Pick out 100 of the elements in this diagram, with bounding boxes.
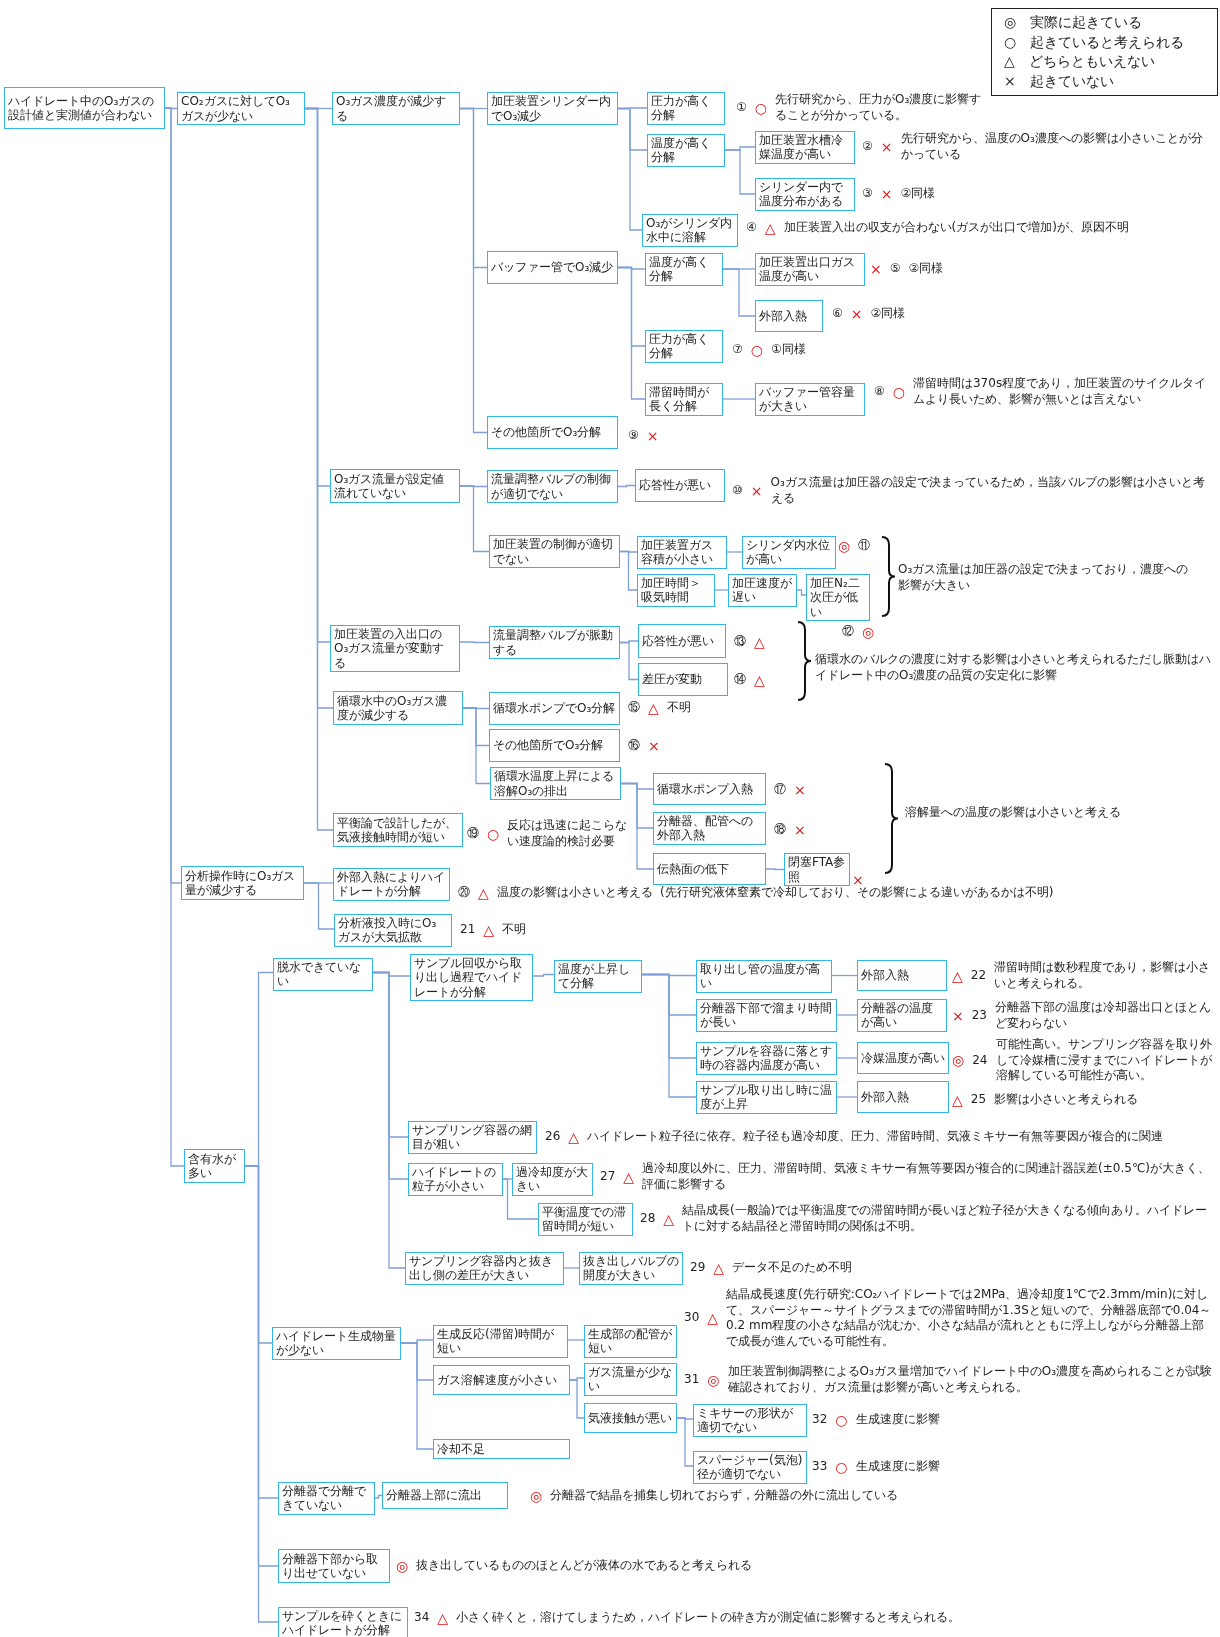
cause-box: 循環水中のO₃ガス濃度が減少する — [333, 691, 463, 725]
callout-number: 34 — [414, 1610, 430, 1626]
connector-line — [722, 398, 756, 400]
callout-number: 29 — [690, 1260, 706, 1276]
connector-line — [374, 1494, 383, 1499]
note-text: 溶解量への温度の影響は小さいと考える — [905, 805, 1122, 821]
connector-line — [567, 1339, 585, 1341]
cause-box: 加圧装置ガス容積が小さい — [637, 536, 727, 569]
rating-mark: △ — [437, 1608, 449, 1628]
cause-box: サンプル回収から取り出し過程でハイドレートが分解 — [410, 954, 533, 1002]
note-text: 過冷却度以外に、圧力、滞留時間、気液ミキサー有無等要因が複合的に関連計器誤差(±0.5℃)が大きく、評価に影響する — [642, 1161, 1212, 1193]
connector-line — [619, 550, 638, 591]
cause-box: 取り出し管の温度が高い — [696, 960, 832, 993]
cause-box: 分析操作時にO₃ガス量が減少する — [181, 866, 304, 900]
rating-mark: × — [646, 426, 659, 446]
rating-mark: × — [750, 481, 763, 501]
rating-mark: × — [852, 870, 864, 888]
cause-box: O₃ガス流量が設定値流れていない — [330, 469, 460, 503]
note-text: 先行研究から、圧力がO₃濃度に影響することが分かっている。 — [775, 92, 983, 124]
cause-box: 抜き出しバルブの開度が大きい — [579, 1252, 683, 1285]
rating-mark: ○ — [754, 98, 767, 118]
cause-box: 応答性が悪い — [635, 469, 725, 502]
cause-box: 伝熱面の低下 — [653, 853, 766, 885]
rating-mark: △ — [623, 1167, 635, 1187]
cause-box: 平衡温度での滞留時間が短い — [538, 1203, 633, 1236]
rating-mark: △ — [478, 883, 489, 903]
cause-box: 循環水ポンプでO₃分解 — [489, 692, 620, 725]
note-text: ⑪ — [858, 538, 871, 554]
cause-box: 外部入熱によりハイドレートが分解 — [333, 868, 450, 901]
rating-mark: △ — [764, 218, 776, 238]
callout-number: ⑤ — [889, 261, 901, 277]
connector-line — [726, 551, 743, 553]
connector-line — [722, 268, 756, 317]
rating-mark: × — [880, 184, 893, 204]
callout-number: ⑧ — [874, 384, 885, 400]
rating-mark: ◎ — [838, 536, 851, 556]
callout-number: ⑳ — [458, 885, 470, 901]
connector-line — [304, 107, 334, 831]
callout-number: 33 — [812, 1459, 828, 1475]
cause-box: シリンダー内で温度分布がある — [755, 178, 855, 211]
cause-box: 冷媒温度が高い — [857, 1042, 949, 1074]
note-text: 生成速度に影響 — [855, 1412, 940, 1428]
cause-box: 差圧が変動 — [638, 663, 728, 696]
cause-box: 温度が上昇して分解 — [554, 960, 642, 993]
connector-line — [617, 266, 646, 400]
connector-line — [400, 1342, 434, 1450]
legend-item: × 起きていない — [1004, 73, 1115, 89]
cause-box: 応答性が悪い — [638, 624, 726, 658]
cause-box: 過冷却度が大きい — [512, 1163, 593, 1196]
cause-box: サンプル取り出し時に温度が上昇 — [696, 1081, 837, 1114]
callout-number: ⑱ — [774, 822, 786, 838]
callout-number: ③ — [862, 186, 873, 202]
cause-box: サンプリング容器内と抜き出し側の差圧が大きい — [405, 1252, 564, 1285]
cause-box: O₃ガス濃度が減少する — [332, 92, 460, 125]
rating-mark: △ — [952, 1090, 963, 1110]
rating-mark: ○ — [892, 382, 905, 402]
note-text: O₃ガス流量は加圧器の設定で決まっているため，当該バルブの影響は小さいと考える — [770, 475, 1206, 507]
callout-number: ② — [862, 139, 873, 155]
note-text: 分離器下部の温度は冷却器出口とほとんど変わらない — [995, 1000, 1212, 1032]
connector-line — [836, 1014, 858, 1016]
connector-line — [617, 107, 643, 231]
cause-box: 加圧速度が遅い — [728, 574, 797, 607]
note-text: ②同様 — [870, 306, 906, 322]
note-text: O₃ガス流量は加圧器の設定で決まっており，濃度への影響が大きい — [898, 562, 1190, 594]
callout-number: ⑦ — [732, 342, 743, 358]
cause-box: 外部入熱 — [755, 300, 823, 332]
rating-mark: △ — [648, 698, 659, 718]
cause-box: 圧力が高く分解 — [645, 330, 723, 363]
rating-mark: △ — [663, 1209, 675, 1229]
note-text: ハイドレート粒子径に依存。粒子径も過冷却度、圧力、滞留時間、気液ミキサー有無等要因が複合的に関連 — [587, 1129, 1164, 1145]
connector-line — [459, 107, 488, 434]
connector-line — [836, 1096, 858, 1098]
cause-box: 加圧装置出口ガス温度が高い — [755, 253, 865, 286]
legend-item: ○ 起きていると考えられる — [1004, 34, 1186, 50]
cause-box: 加圧装置の入出口のO₃ガス流量が変動する — [330, 625, 460, 673]
note-text: 加圧装置入出の収支が合わない(ガスが出口で増加)が、原因不明 — [783, 220, 1129, 236]
rating-mark: × — [870, 259, 882, 279]
cause-box: 加圧装置水槽冷媒温度が高い — [755, 131, 855, 164]
note-text: (先行研究液体窒素で冷却しており、その影響による違いがあるかは不明) — [660, 885, 1055, 901]
connector-line — [502, 1178, 539, 1220]
cause-box: スパージャー(気泡)径が適切でない — [693, 1451, 807, 1484]
cause-box: その他箇所でO₃分解 — [489, 729, 620, 762]
cause-box: 生成反応(滞留)時間が短い — [433, 1325, 568, 1358]
note-text: データ不足のため不明 — [732, 1260, 853, 1276]
note-text: 加圧装置制御調整によるO₃ガス量増加でハイドレート中のO₃濃度を高められることが試験確認されており、ガス流量は影響が高いと考えられる。 — [727, 1364, 1213, 1396]
rating-mark: ◎ — [952, 1050, 965, 1070]
note-text: 結晶成長速度(先行研究:CO₂ハイドレートでは2MPa、過冷却度1℃で2.3mm/min)に対して、スパージャー～サイトグラスまでの滞留時間が1.3Sと短いので、分離器底部で0.04～0.2 mm程度の小さな結晶が沈むか、小さな結晶が流れとともに浮上しながら分離器上部で成長が進んでいる可能性有。 — [726, 1286, 1213, 1350]
rating-mark: ◎ — [396, 1556, 409, 1576]
callout-number: ⑨ — [628, 428, 639, 444]
connector-line — [459, 485, 490, 553]
cause-box: 外部入熱 — [857, 960, 947, 991]
cause-box: 含有水が多い — [184, 1149, 245, 1183]
rating-mark: △ — [754, 632, 765, 652]
callout-number: 26 — [545, 1129, 561, 1145]
callout-number: 21 — [460, 922, 476, 938]
note-text: 分離器で結晶を捕集し切れておらず，分離器の外に流出している — [550, 1488, 899, 1504]
cause-box: 滞留時間が長く分解 — [645, 383, 723, 416]
cause-box: 温度が高く分解 — [647, 134, 725, 167]
callout-number: 31 — [684, 1372, 700, 1388]
cause-box: 分離器で分離できていない — [278, 1482, 375, 1515]
